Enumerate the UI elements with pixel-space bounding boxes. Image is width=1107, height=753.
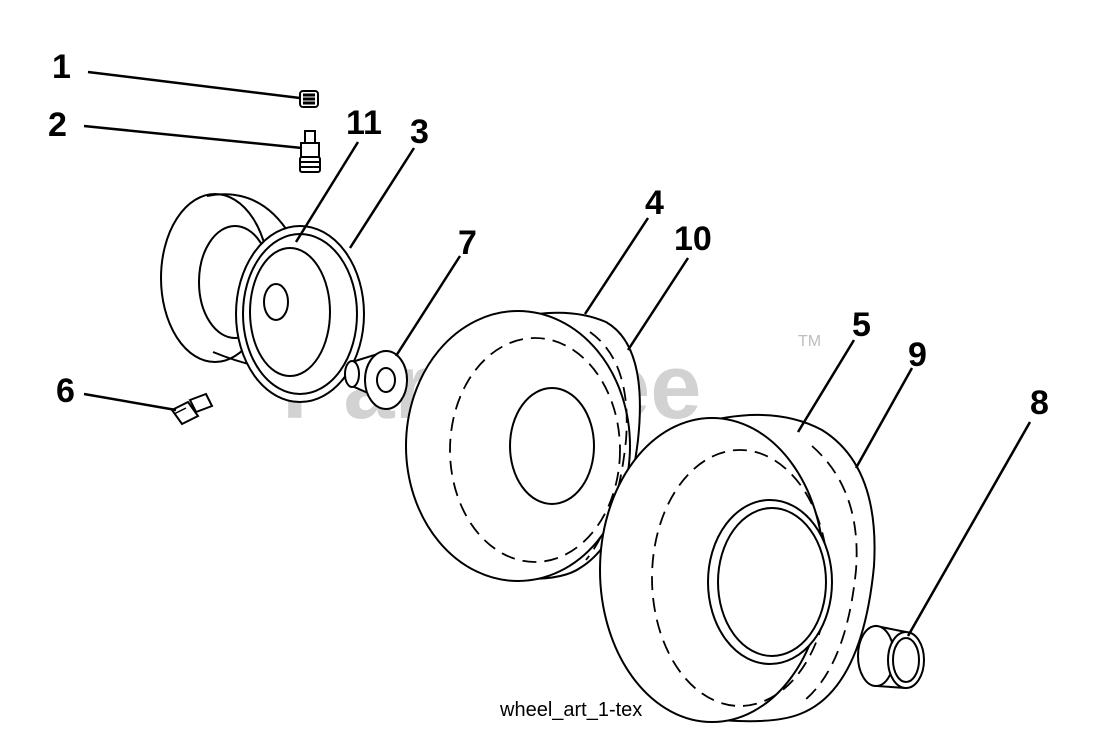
callout-4: 4 <box>645 184 664 222</box>
part-tire-left[interactable] <box>405 310 641 582</box>
callout-11: 11 <box>346 104 382 142</box>
leader-line-10 <box>626 257 690 351</box>
callout-1: 1 <box>52 48 71 86</box>
leader-line-1 <box>87 70 301 100</box>
part-tire-right[interactable] <box>599 414 876 723</box>
leader-line-5 <box>796 339 856 433</box>
part-valve-cap[interactable] <box>299 90 319 108</box>
leader-line-3 <box>348 147 416 249</box>
leader-line-8 <box>906 421 1032 637</box>
callouts: 1 2 11 3 4 10 7 6 5 9 8 <box>48 48 1049 422</box>
callout-3: 3 <box>410 113 429 151</box>
watermark-trademark: TM <box>798 333 821 350</box>
callout-7: 7 <box>458 224 477 262</box>
callout-5: 5 <box>852 306 871 344</box>
leader-line-9 <box>854 367 914 469</box>
part-bushing[interactable] <box>344 350 408 410</box>
leader-line-7 <box>394 255 462 357</box>
part-valve-stem[interactable] <box>299 130 321 173</box>
callout-10: 10 <box>674 220 712 258</box>
part-rim[interactable] <box>160 193 365 403</box>
leader-line-4 <box>583 217 650 315</box>
diagram-caption: wheel_art_1-tex <box>499 699 642 721</box>
leader-line-2 <box>83 124 303 150</box>
leader-lines <box>83 70 1032 637</box>
leader-line-11 <box>294 141 360 243</box>
callout-6: 6 <box>56 372 75 410</box>
callout-9: 9 <box>908 336 927 374</box>
callout-2: 2 <box>48 106 67 144</box>
callout-8: 8 <box>1030 384 1049 422</box>
part-hub-cap[interactable] <box>857 624 925 690</box>
leader-line-6 <box>83 392 177 412</box>
part-grease-fitting[interactable] <box>170 392 214 426</box>
